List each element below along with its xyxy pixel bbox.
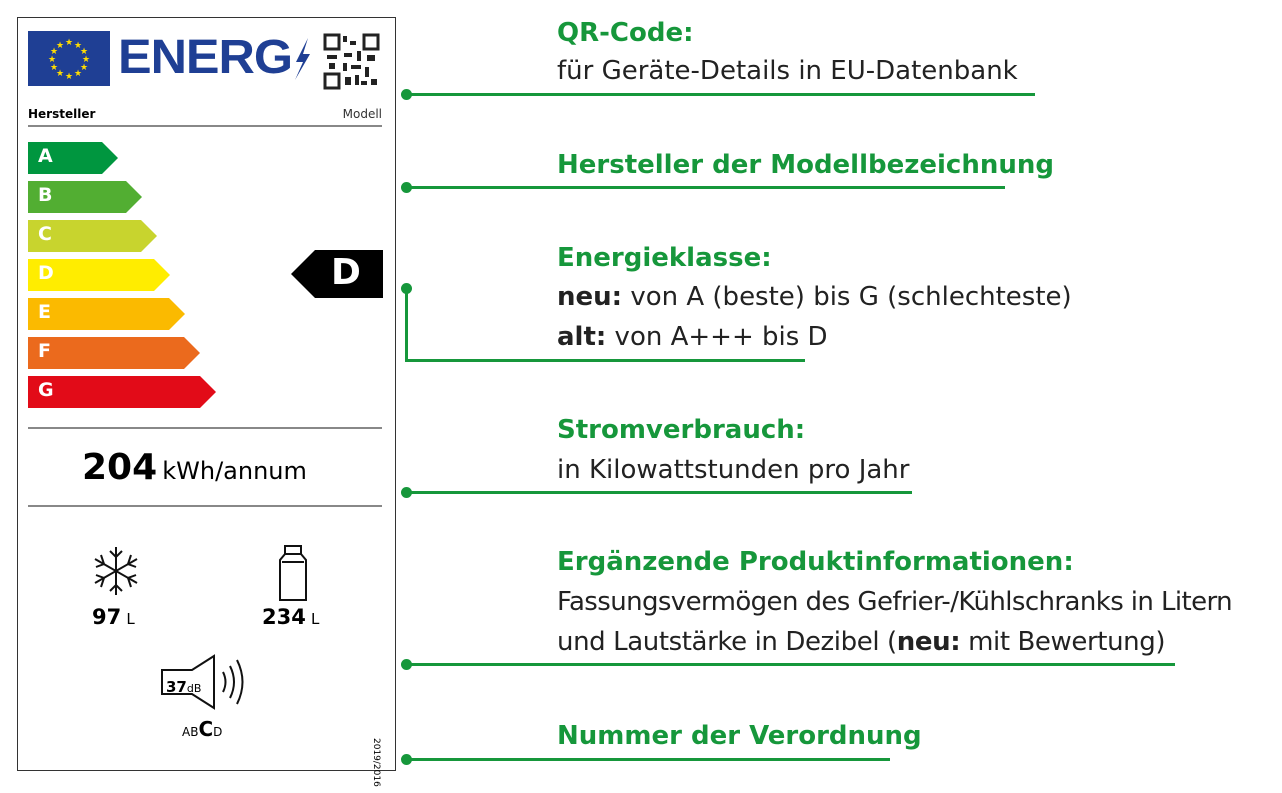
power-text: in Kilowattstunden pro Jahr xyxy=(557,455,910,485)
energy-class-bar-d: D xyxy=(28,259,170,295)
leader-dot xyxy=(401,89,412,100)
energy-class-letter: C xyxy=(38,223,52,245)
noise-value: 37 xyxy=(166,678,187,696)
manufacturer-label: Hersteller xyxy=(28,107,96,121)
energy-class-letter: G xyxy=(38,379,54,401)
leader-line xyxy=(407,663,1175,666)
energy-class-letter: E xyxy=(38,301,51,323)
class-old: alt: von A+++ bis D xyxy=(557,322,828,352)
noise-class: B xyxy=(190,725,199,739)
qr-title: QR-Code: xyxy=(557,18,694,48)
svg-text:★: ★ xyxy=(74,41,82,51)
energy-class-bar-c: C xyxy=(28,220,157,256)
svg-text:★: ★ xyxy=(50,47,58,57)
svg-text:★: ★ xyxy=(80,47,88,57)
svg-text:★: ★ xyxy=(56,69,64,79)
fridge-volume: 234 L xyxy=(262,605,319,629)
leader-line xyxy=(407,186,1005,189)
leader-line xyxy=(407,359,805,362)
energy-class-bar-b: B xyxy=(28,181,142,217)
extra-text-1: Fassungsvermögen des Gefrier-/Kühlschran… xyxy=(557,587,1233,617)
speaker-icon xyxy=(160,654,252,714)
model-label: Modell xyxy=(342,107,382,121)
energy-class-letter: B xyxy=(38,184,53,206)
fridge-icon xyxy=(278,544,308,606)
svg-text:★: ★ xyxy=(80,63,88,73)
snowflake-icon xyxy=(90,545,142,601)
regulation-number: 2019/2016 xyxy=(371,738,381,787)
leader-dot xyxy=(401,754,412,765)
qr-text: für Geräte-Details in EU-Datenbank xyxy=(557,56,1018,86)
regulation-title: Nummer der Verordnung xyxy=(557,721,922,751)
leader-line-vertical xyxy=(405,287,408,362)
lightning-icon xyxy=(290,36,314,86)
svg-text:★: ★ xyxy=(74,69,82,79)
energy-consumption: 204 kWh/annum xyxy=(82,447,307,488)
class-old-text: von A+++ bis D xyxy=(606,322,828,352)
freezer-volume-value: 97 xyxy=(92,605,122,629)
class-new: neu: von A (beste) bis G (schlechteste) xyxy=(557,282,1072,312)
eu-flag-icon: ★★★★★★★★★★★★ xyxy=(28,31,110,86)
current-class-letter: D xyxy=(331,252,361,293)
divider xyxy=(28,125,382,127)
current-class-arrow: D xyxy=(291,250,383,302)
svg-text:★: ★ xyxy=(48,55,56,65)
svg-text:★: ★ xyxy=(82,55,90,65)
freezer-volume: 97 L xyxy=(92,605,135,629)
consumption-unit: kWh/annum xyxy=(162,457,307,485)
power-title: Stromverbrauch: xyxy=(557,415,806,445)
leader-dot xyxy=(401,283,412,294)
noise-level: 37dB xyxy=(166,677,201,696)
noise-class-scale: ABCD xyxy=(182,717,222,741)
extra-text-2: und Lautstärke in Dezibel (neu: mit Bewe… xyxy=(557,627,1165,657)
energy-class-bar-e: E xyxy=(28,298,185,334)
extra-text-2a: und Lautstärke in Dezibel ( xyxy=(557,627,897,657)
svg-text:★: ★ xyxy=(50,63,58,73)
leader-line xyxy=(407,93,1035,96)
energy-label xyxy=(17,17,396,771)
unit: L xyxy=(310,610,320,628)
divider xyxy=(28,427,382,429)
svg-text:★: ★ xyxy=(65,38,73,48)
energy-class-bar-g: G xyxy=(28,376,216,412)
leader-dot xyxy=(401,659,412,670)
noise-class: A xyxy=(182,725,191,739)
class-new-text: von A (beste) bis G (schlechteste) xyxy=(622,282,1072,312)
leader-line xyxy=(407,491,912,494)
leader-line xyxy=(407,758,890,761)
consumption-value: 204 xyxy=(82,447,158,488)
fridge-volume-value: 234 xyxy=(262,605,306,629)
energy-class-letter: F xyxy=(38,340,51,362)
svg-text:★: ★ xyxy=(65,72,73,82)
svg-text:★: ★ xyxy=(56,41,64,51)
qr-code-icon[interactable] xyxy=(323,33,380,90)
class-title: Energieklasse: xyxy=(557,243,772,273)
energy-class-bar-f: F xyxy=(28,337,200,373)
extra-text-2c: mit Bewertung) xyxy=(960,627,1166,657)
new-label: neu: xyxy=(557,282,623,312)
divider xyxy=(28,505,382,507)
energy-class-bar-a: A xyxy=(28,142,118,178)
leader-dot xyxy=(401,487,412,498)
energy-class-letter: A xyxy=(38,145,53,167)
energy-class-letter: D xyxy=(38,262,54,284)
leader-dot xyxy=(401,182,412,193)
extra-title: Ergänzende Produktinformationen: xyxy=(557,547,1074,577)
noise-unit: dB xyxy=(186,682,202,695)
old-label: alt: xyxy=(557,322,607,352)
maker-title: Hersteller der Modellbezeichnung xyxy=(557,150,1054,180)
noise-class-current: C xyxy=(198,717,214,741)
energy-logo-text: ENERG xyxy=(118,31,293,84)
noise-class: D xyxy=(213,725,223,739)
new-label: neu: xyxy=(896,627,961,657)
unit: L xyxy=(126,610,135,628)
